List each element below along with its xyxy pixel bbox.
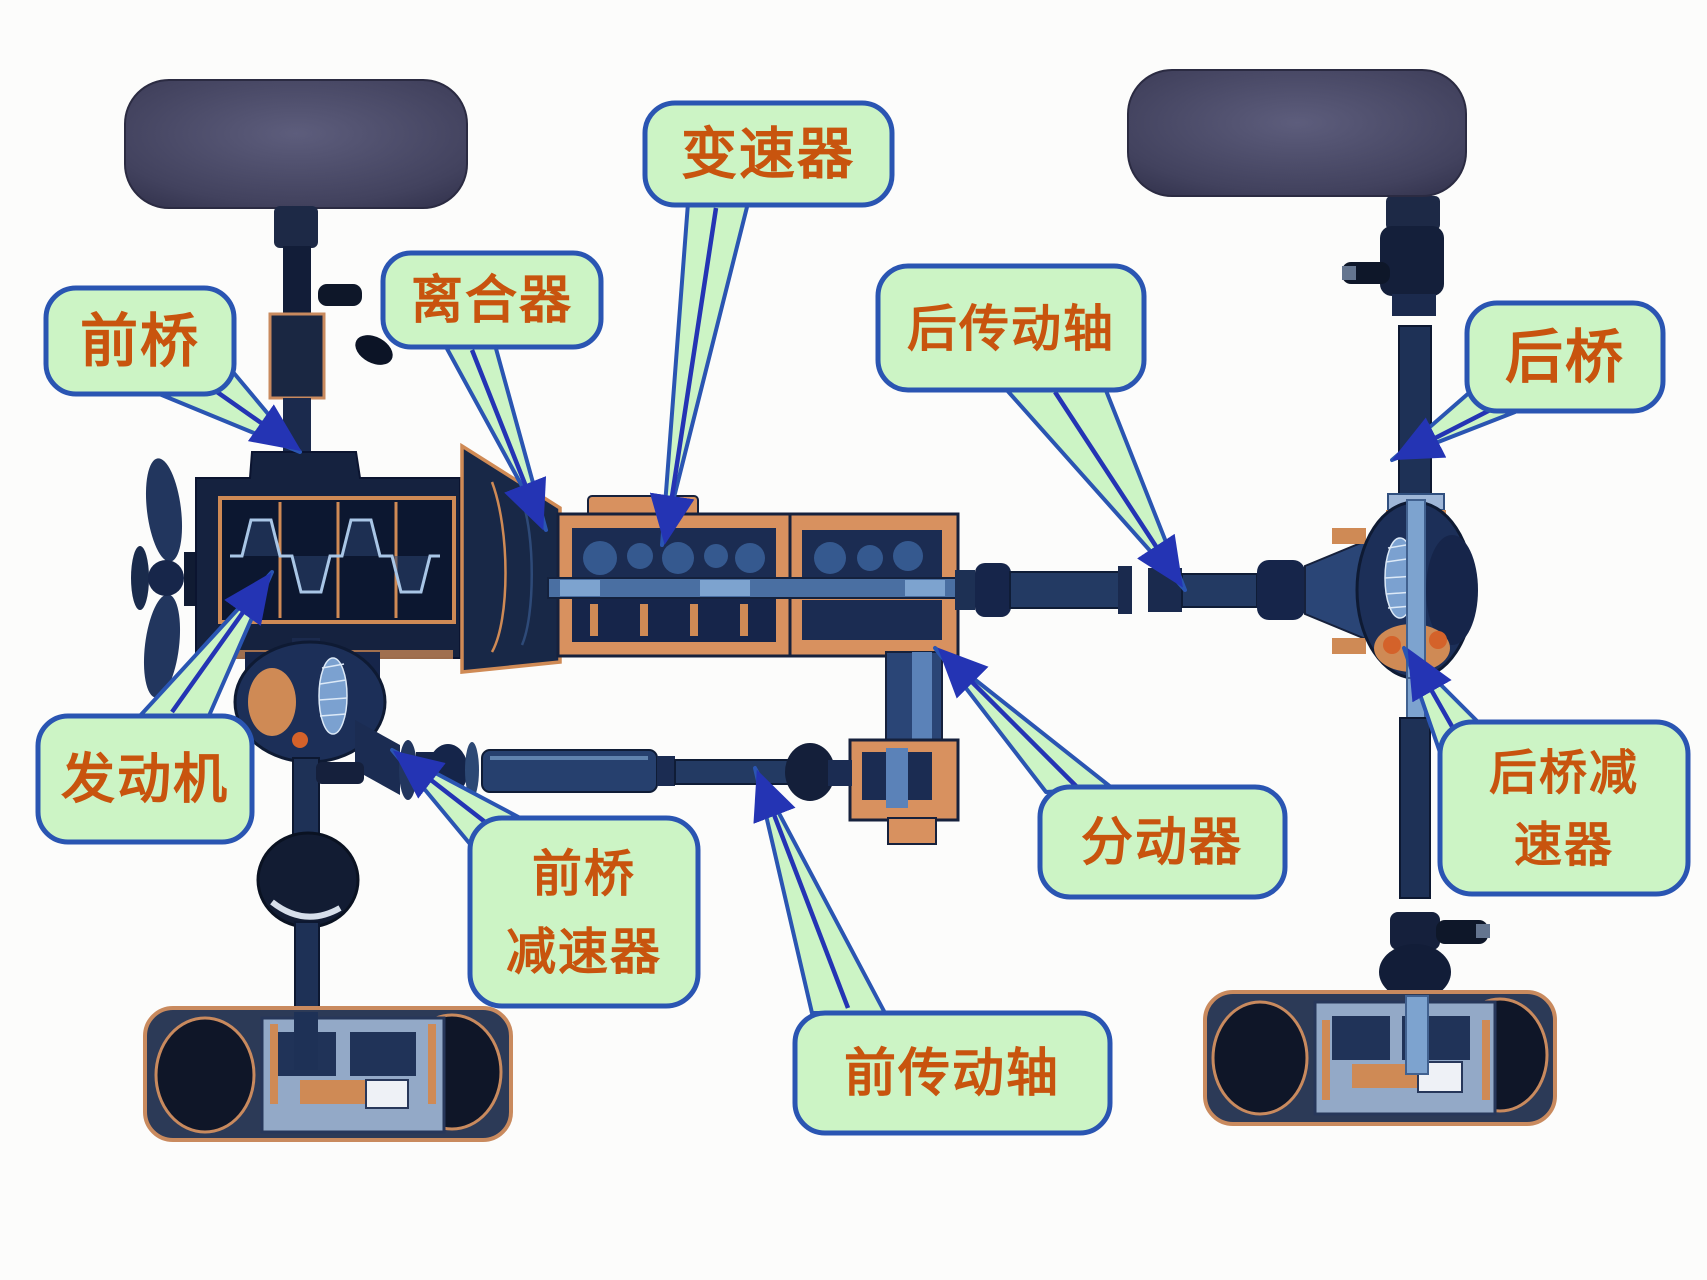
label-engine: 发动机	[61, 748, 229, 811]
rear-differential	[1355, 493, 1478, 681]
front-differential	[233, 638, 400, 795]
callout-front-drive-shaft: 前传动轴	[753, 766, 1113, 1136]
callout-box	[467, 815, 701, 1009]
callout-transmission: 变速器	[642, 100, 895, 547]
callout-box	[1464, 300, 1666, 414]
label-front-axle-reducer-line2: 减速器	[506, 923, 662, 981]
label-rear-drive-shaft: 后传动轴	[907, 300, 1115, 358]
rear-wheel-top	[1127, 69, 1467, 197]
front-wheel-bottom	[143, 1006, 513, 1142]
label-rear-axle: 后桥	[1505, 323, 1625, 391]
callout-clutch: 离合器	[380, 250, 604, 532]
callout-box	[1037, 784, 1288, 900]
callout-box	[43, 285, 237, 397]
label-transfer-case: 分动器	[1081, 813, 1243, 873]
front-axle-shaft-lower	[256, 757, 364, 1013]
callout-rear-axle: 后桥	[1390, 300, 1666, 462]
label-transmission: 变速器	[681, 123, 855, 188]
rear-wheel-bottom	[1203, 990, 1557, 1126]
callout-rear-drive-shaft: 后传动轴	[875, 263, 1187, 592]
callout-box	[642, 100, 895, 208]
callout-front-axle: 前桥	[43, 285, 302, 454]
label-rear-axle-reducer-line1: 后桥减	[1489, 745, 1639, 801]
front-wheel-top	[124, 79, 468, 209]
callout-box	[35, 713, 255, 845]
clutch-housing	[460, 442, 562, 674]
main-shaft	[547, 577, 961, 599]
callout-box	[875, 263, 1147, 393]
callout-engine: 发动机	[35, 570, 274, 845]
rear-axle-shaft-upper	[1342, 196, 1444, 495]
callout-front-axle-reducer: 前桥 减速器	[390, 748, 701, 1009]
cv-joint	[256, 831, 360, 929]
callout-box	[380, 250, 604, 350]
label-clutch: 离合器	[411, 271, 573, 331]
label-front-axle-reducer-line1: 前桥	[532, 845, 636, 903]
label-rear-axle-reducer-line2: 速器	[1514, 817, 1614, 873]
callout-transfer-case: 分动器	[933, 646, 1288, 900]
callout-box	[1437, 719, 1691, 897]
transmission-unit	[556, 495, 792, 658]
label-front-drive-shaft: 前传动轴	[844, 1044, 1060, 1104]
callout-box	[792, 1010, 1113, 1136]
label-front-axle: 前桥	[80, 307, 200, 375]
front-axle-shaft-upper	[268, 206, 393, 470]
callout-rear-axle-reducer: 后桥减 速器	[1402, 646, 1691, 897]
